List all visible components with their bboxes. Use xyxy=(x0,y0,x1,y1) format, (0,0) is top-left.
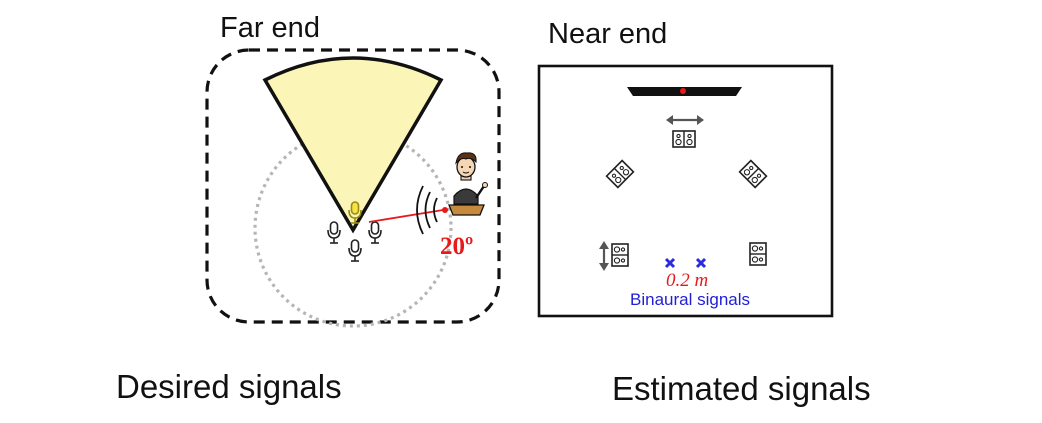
speaker-icon xyxy=(749,242,767,266)
screen-reference-point xyxy=(680,88,686,94)
near-end-title: Near end xyxy=(548,18,668,50)
binaural-position-marker xyxy=(695,257,707,269)
microphone-icon xyxy=(348,201,362,224)
movement-arrow-icon xyxy=(599,241,609,271)
pickup-range-circle xyxy=(253,128,453,328)
microphone-icon xyxy=(348,239,362,262)
beam-sector xyxy=(262,56,444,234)
microphone-icon xyxy=(327,221,341,244)
binaural-position-marker xyxy=(664,257,676,269)
source-point xyxy=(442,207,448,213)
desired-signals-caption: Desired signals xyxy=(116,368,342,405)
far-end-room-outline xyxy=(205,48,501,324)
source-direction-line xyxy=(368,209,444,223)
microphone-icon xyxy=(368,221,382,244)
binaural-label: Binaural signals xyxy=(630,290,750,309)
speaker-icon xyxy=(738,159,768,189)
estimated-signals-caption: Estimated signals xyxy=(612,370,871,407)
speaker-icon xyxy=(672,130,696,148)
speaker-icon xyxy=(605,159,635,189)
far-end-title: Far end xyxy=(220,12,320,44)
distance-label: 0.2 m xyxy=(666,270,708,291)
microphone-array xyxy=(327,201,382,262)
movement-arrow-icon xyxy=(666,115,704,125)
angle-label: 20º xyxy=(440,233,473,260)
speaker-icon xyxy=(611,243,629,267)
speaker-person-icon xyxy=(448,152,488,216)
sound-wave-icon xyxy=(416,185,438,235)
near-end-room-outline xyxy=(537,64,834,318)
